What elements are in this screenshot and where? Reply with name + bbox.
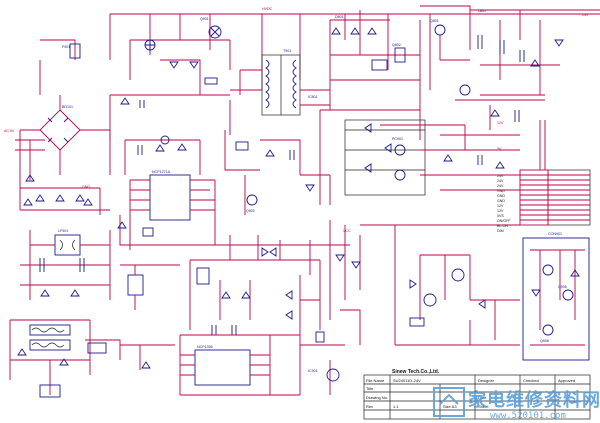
title-approved-label: Approved [558,378,575,383]
label-q-top: Q801 [430,19,439,23]
rail-ac-in: AC IN [4,129,14,133]
watermark-url: www.520101.com [490,411,566,421]
dimming-section [522,237,590,361]
connector-pins: 24V 24V 24V GND GND GND 12V 12V 5VS ON/O… [497,174,511,233]
title-block: File Name SU24011D-24V Designer Checked … [363,369,591,420]
title-company: Sinew Tech.Co.,Ltd. [392,369,440,375]
label-q-sw1: Q901 [200,17,209,21]
pwm-ic-body [149,174,191,221]
pin-4: GND [497,189,505,193]
label-fuse: F901 [62,45,70,49]
label-pwm-ic: NCP1271A [152,170,171,174]
protection-section [360,224,520,346]
watermark: 家电维修资料网 www.520101.com [433,387,600,421]
label-connector: CON901 [548,232,562,236]
label-ic-small: IC901 [308,369,318,373]
rail-12v: 12V [497,121,504,125]
pin-6: GND [497,199,505,203]
feedback-section [224,130,331,215]
rail-hv: HVDC [262,7,273,11]
rail-vcc: VCC [343,229,351,233]
bias-section [300,220,361,395]
title-sheet-label: Sheet [478,404,489,409]
label-opto: PC901 [392,137,403,141]
title-file-name-label: File Name [366,378,385,383]
startup-circuit [109,25,231,140]
title-file-name: SU24011D-24V [393,378,421,383]
label-ic-mid: IC801 [308,95,318,99]
title-checked-label: Checked [523,378,539,383]
pin-8: 12V [497,209,504,213]
label-pwm-ic2: NCP1396 [197,345,213,349]
title-drawing-label: Drawing No. [366,395,388,400]
emi-filter-section [15,139,111,300]
resonant-ic-body [194,349,251,386]
input-bridge-section [19,39,111,211]
pin-9: 5VS [497,214,504,218]
label-l-out: L801 [478,9,486,13]
watermark-logo-icon [433,387,465,417]
label-q-mid: Q802 [392,43,401,47]
component-labels: BD101 T901 NCP1271A NCP1396 CON901 Q801 … [4,7,589,373]
label-d-out: D801 [335,15,344,19]
title-size-label: Size A3 [443,404,457,409]
pin-5: GND [497,194,505,198]
resonant-controller-section [140,235,350,396]
label-transformer: T901 [283,49,291,53]
label-q-right2: Q906 [540,339,549,343]
watermark-cn-text: 家电维修资料网 [468,389,600,411]
top-wires [109,5,600,96]
title-rev-label: Rev [366,404,373,409]
pin-1: 24V [497,174,504,178]
pin-3: 24V [497,184,504,188]
pin-2: 24V [497,179,504,183]
output-connector [519,120,591,226]
title-rev-value: 1.1 [393,404,399,409]
pin-10: ON/OFF [497,219,511,223]
bottom-left-section [9,319,121,398]
title-designer-label: Designer [478,378,495,383]
main-transformer [229,54,330,135]
rail-5v: 5V [497,147,502,151]
label-bridge: BD101 [62,105,73,109]
pin-7: 12V [497,204,504,208]
rail-24v: 24V [582,13,589,17]
label-q-right: Q905 [558,285,567,289]
rail-gnd: GND [82,185,90,189]
pin-12: DIM [497,229,504,233]
title-title-label: Title [366,386,374,391]
label-q-sw2: Q902 [246,209,255,213]
label-filter: LF901 [58,229,68,233]
output-rectifier-section [319,109,520,205]
pin-11: BL-ON [497,224,508,228]
title-date-label: Date [478,395,487,400]
standby-section [120,264,180,370]
